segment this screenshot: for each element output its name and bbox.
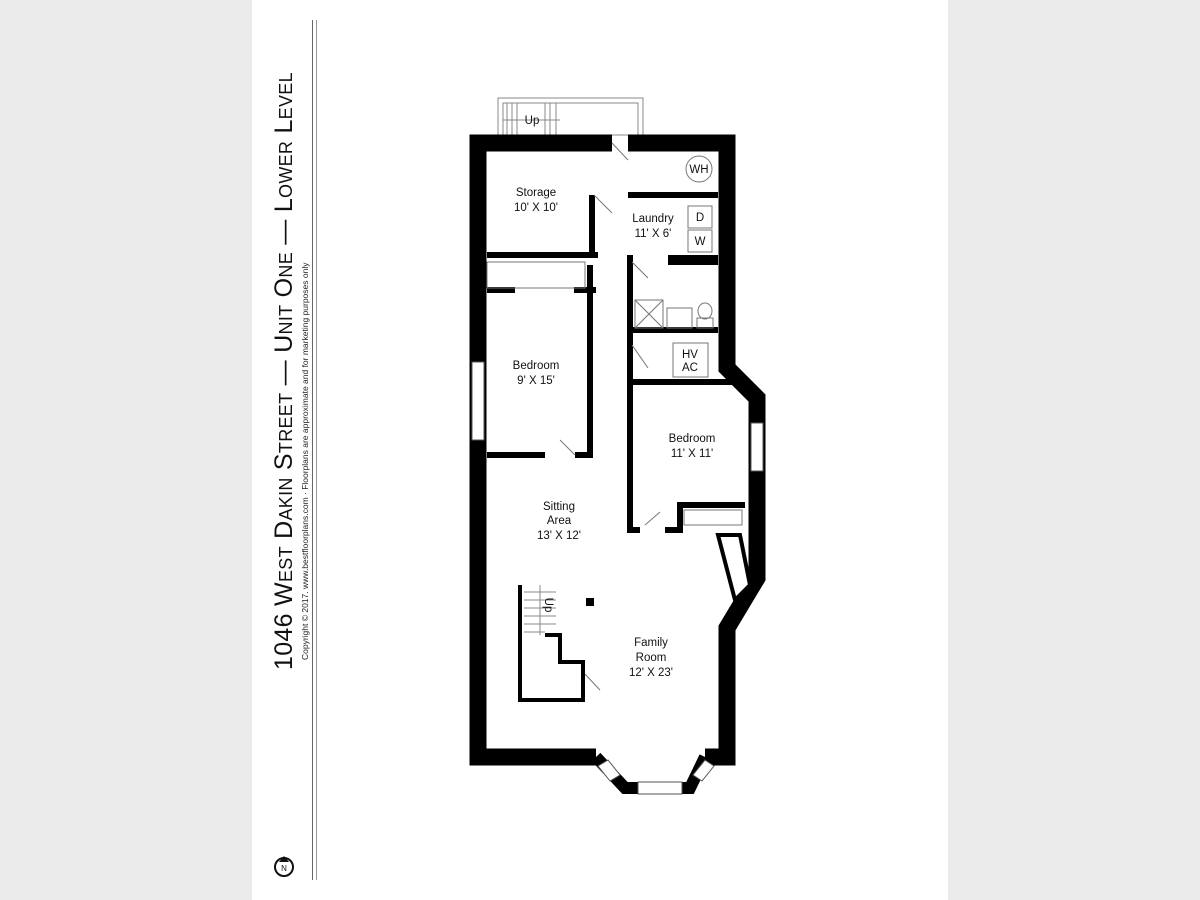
title-divider: [312, 20, 317, 880]
storage-name: Storage: [516, 187, 556, 199]
bedroom2-size: 11' X 11': [671, 448, 713, 460]
interior-stairs: [518, 585, 585, 702]
laundry-name: Laundry: [632, 213, 674, 225]
exterior-stairs: [497, 97, 644, 136]
family-name2: Room: [636, 652, 667, 664]
family-size: 12' X 23': [629, 667, 673, 679]
dryer-label: D: [696, 212, 704, 224]
family-name: Family: [634, 637, 668, 649]
north-label: N: [281, 864, 287, 873]
fireplace: [715, 533, 753, 604]
bay-windows: [471, 361, 764, 795]
fixtures: [486, 142, 743, 691]
bedroom1-size: 9' X 15': [517, 375, 555, 387]
bedroom1-name: Bedroom: [513, 360, 560, 372]
sitting-name: Sitting: [543, 501, 575, 513]
interior-stairs-label: Up: [542, 598, 554, 613]
bedroom2-name: Bedroom: [669, 433, 716, 445]
interior-walls: [487, 192, 745, 533]
water-heater-label: WH: [689, 164, 708, 176]
hvac-label-line2: AC: [682, 362, 698, 374]
column: [586, 598, 594, 606]
north-arrow-icon: N: [274, 856, 294, 877]
laundry-size: 11' X 6': [635, 228, 672, 240]
hvac-label-line1: HV: [682, 349, 698, 361]
exterior-stairs-label: Up: [525, 115, 540, 127]
storage-size: 10' X 10': [514, 202, 558, 214]
sitting-size: 13' X 12': [537, 530, 581, 542]
sitting-name2: Area: [547, 515, 572, 527]
washer-label: W: [695, 236, 706, 248]
